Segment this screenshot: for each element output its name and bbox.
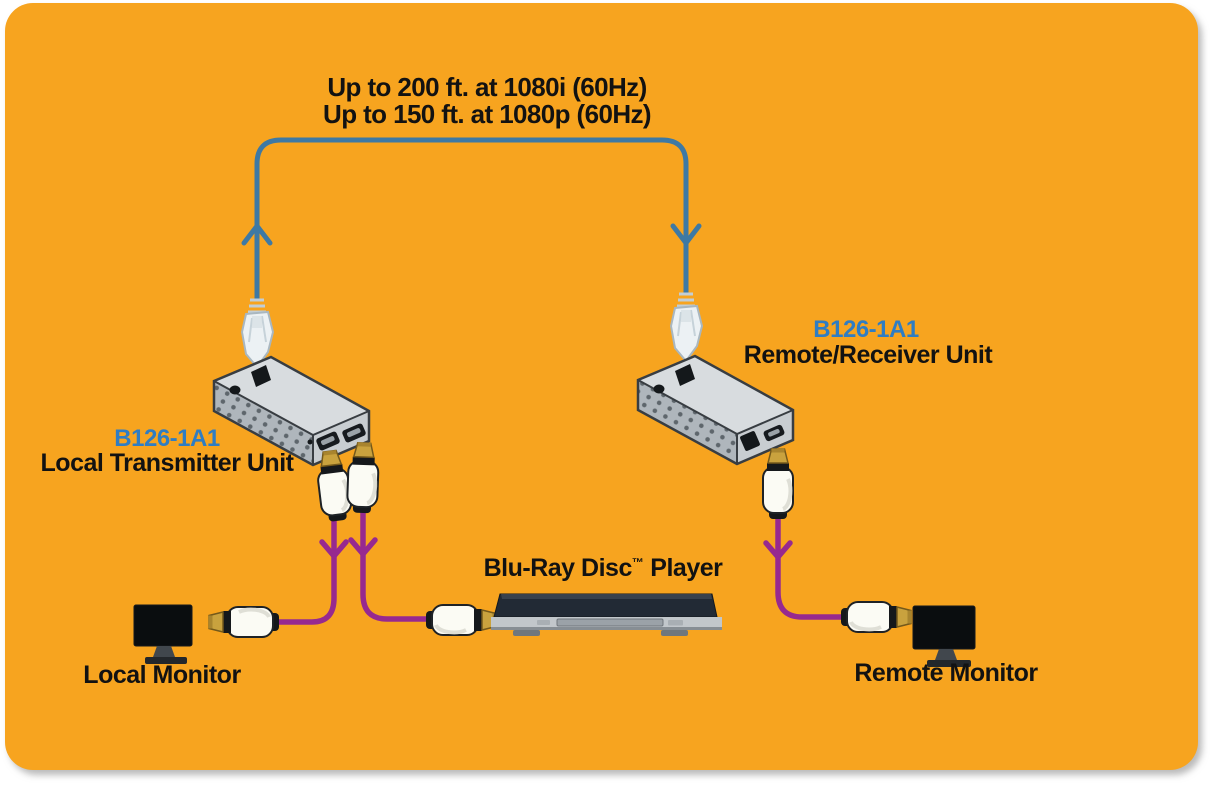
hdmi-cable-remote-monitor	[763, 498, 851, 620]
remote-monitor-icon	[912, 605, 976, 667]
receiver-rj45-jack	[675, 364, 695, 386]
cat5-up-arrow	[241, 223, 273, 246]
hdmi-cable-bluray	[348, 492, 441, 622]
hdmi-plug-local-monitor	[206, 605, 281, 639]
distance-note: Up to 200 ft. at 1080i (60Hz) Up to 150 …	[323, 72, 652, 129]
bluray-disc-tray	[556, 618, 664, 627]
local-monitor-icon	[133, 604, 193, 664]
remote-monitor-screen	[912, 605, 976, 650]
hdmi-cable-local-monitor	[263, 500, 349, 625]
receiver-hdmi-port	[763, 424, 785, 442]
cat5-down-arrow	[670, 223, 702, 246]
transmitter-name: Local Transmitter Unit	[40, 449, 294, 477]
transmitter-hdmi-port-1	[316, 431, 340, 451]
rj45-connector-right	[669, 292, 704, 363]
bluray-label-suffix: Player	[643, 554, 723, 582]
hdmi-down-arrow-3	[763, 540, 793, 560]
distance-line-1: Up to 200 ft. at 1080i (60Hz)	[327, 72, 647, 102]
receiver-square-port	[740, 431, 760, 451]
cat5-cable	[241, 137, 702, 300]
bluray-label: Blu-Ray Disc™ Player	[484, 556, 723, 581]
bluray-label-name: Blu-Ray Disc	[483, 554, 633, 582]
receiver-name: Remote/Receiver Unit	[743, 341, 993, 369]
transmitter-model: B126-1A1	[114, 425, 220, 452]
distance-line-2: Up to 150 ft. at 1080p (60Hz)	[323, 99, 652, 129]
receiver-power-led	[653, 384, 665, 394]
hdmi-down-arrow-2	[348, 537, 378, 557]
diagram-panel	[5, 3, 1198, 770]
hdmi-plug-bluray	[424, 603, 499, 637]
hdmi-plug-remote-monitor	[839, 600, 914, 634]
bluray-trademark: ™	[631, 555, 644, 570]
transmitter-rj45-jack	[251, 365, 271, 387]
receiver-model: B126-1A1	[813, 316, 919, 343]
transmitter-hdmi-port-2	[342, 423, 366, 443]
transmitter-small-hole	[307, 439, 313, 445]
receiver-device	[636, 354, 795, 466]
hdmi-down-arrow-1	[319, 539, 349, 559]
transmitter-device	[212, 355, 371, 467]
bluray-player-icon	[491, 593, 722, 636]
local-monitor-label: Local Monitor	[83, 661, 241, 689]
remote-monitor-label: Remote Monitor	[854, 659, 1038, 687]
local-monitor-screen	[133, 604, 193, 647]
hdmi-plug-transmitter-2	[347, 442, 379, 514]
transmitter-power-led	[229, 385, 241, 395]
hdmi-plug-receiver	[761, 446, 795, 521]
